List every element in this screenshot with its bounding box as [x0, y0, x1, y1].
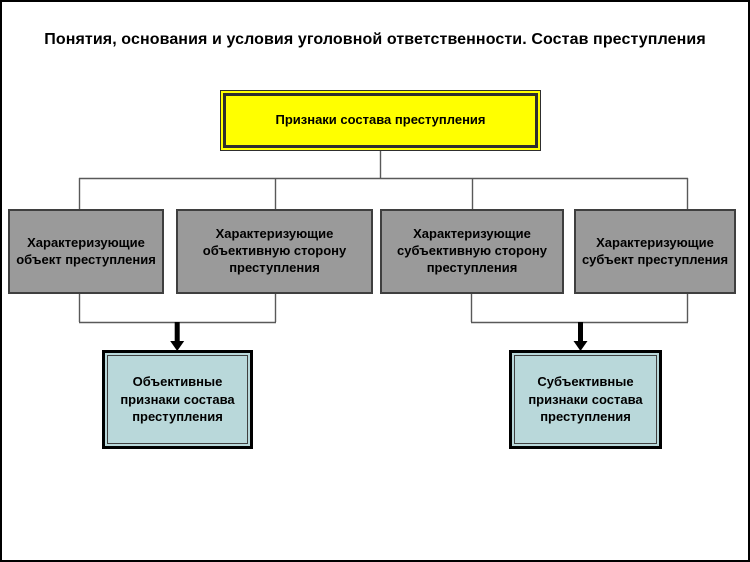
node-branch-label: Характеризующие объект преступления — [16, 234, 156, 267]
node-branch-subjective-side: Характеризующие субъективную сторону пре… — [380, 209, 564, 294]
node-branch-object: Характеризующие объект преступления — [8, 209, 164, 294]
node-result-subjective: Субъективные признаки состава преступлен… — [509, 350, 662, 449]
node-branch-label: Характеризующие субъект преступления — [581, 234, 729, 267]
node-branch-subject: Характеризующие субъект преступления — [574, 209, 736, 294]
slide-title: Понятия, основания и условия уголовной о… — [44, 31, 706, 48]
node-root-priznaki-sostava: Признаки состава преступления — [220, 90, 541, 151]
node-branch-objective-side: Характеризующие объективную сторону прес… — [176, 209, 373, 294]
node-result-inner: Объективные признаки состава преступлени… — [107, 355, 248, 444]
node-branch-label: Характеризующие субъективную сторону пре… — [396, 226, 547, 275]
node-result-objective: Объективные признаки состава преступлени… — [102, 350, 253, 449]
down-arrow-right — [573, 322, 588, 351]
node-result-inner: Субъективные признаки состава преступлен… — [514, 355, 657, 444]
node-result-label: Субъективные признаки состава преступлен… — [528, 374, 643, 425]
node-branch-label: Характеризующие объективную сторону прес… — [202, 226, 347, 275]
node-result-label: Объективные признаки состава преступлени… — [120, 374, 235, 425]
node-root-label: Признаки состава преступления — [275, 112, 486, 128]
node-root-inner: Признаки состава преступления — [223, 93, 538, 148]
down-arrow-left — [170, 322, 185, 351]
